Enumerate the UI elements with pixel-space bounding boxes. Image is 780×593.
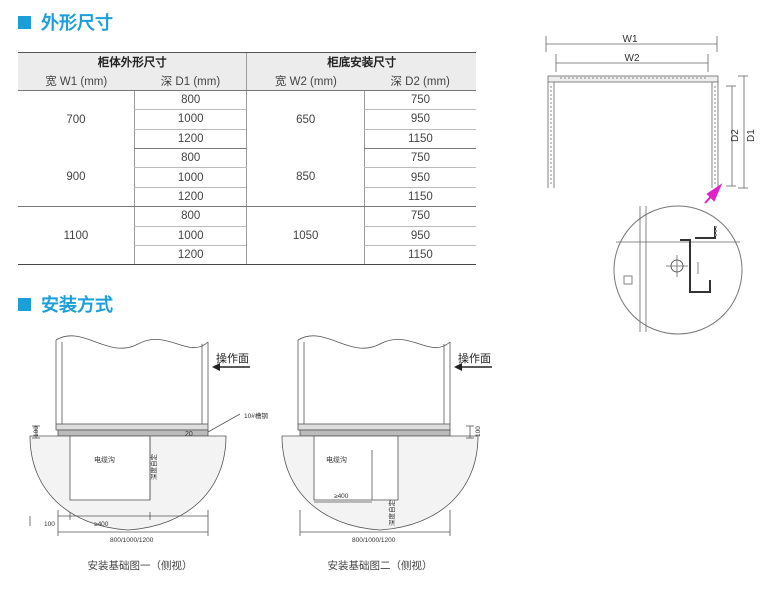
caption-diagram-1: 安装基础图一（侧视）: [87, 560, 193, 572]
table-cell: 1150: [363, 187, 476, 208]
table-cell: 1200: [133, 129, 247, 149]
section-title-installation: 安装方式: [18, 291, 113, 317]
front-side-text: 操作面: [216, 353, 249, 365]
table-cell: 750: [363, 90, 476, 111]
installation-diagram-1: 10#槽钢 20 100 电缆沟 深度自定 100 ≥400 800/1000/…: [29, 335, 268, 544]
table-cell: 750: [363, 206, 476, 227]
table-cell: 700: [66, 113, 86, 126]
table-row: 1000 950: [18, 226, 476, 246]
table-cell: 650: [246, 90, 365, 149]
dim-label-w1: W1: [623, 34, 638, 45]
table-cell: 1150: [363, 129, 476, 149]
table-cell: 1000: [133, 109, 247, 130]
bullet-square-icon: [18, 297, 31, 311]
table-cell: 750: [363, 148, 476, 169]
dimensions-table: 柜体外形尺寸 柜底安装尺寸 宽 W1 (mm) 深 D1 (mm) 宽 W2 (…: [18, 52, 476, 266]
table-cell: 1200: [133, 245, 247, 266]
table-col-header: 深 D2 (mm): [364, 71, 476, 91]
front-side-text: 操作面: [458, 353, 491, 365]
table-cell: 1200: [133, 187, 247, 208]
dim-label: ≥400: [94, 521, 109, 528]
dim-label: ≥400: [334, 493, 349, 500]
table-group-header: 柜体外形尺寸: [18, 52, 247, 72]
dim-label-d2: D2: [730, 129, 741, 142]
table-row: 1000 950: [18, 167, 476, 188]
dim-label: 100: [44, 521, 55, 528]
table-col-header: 深 D1 (mm): [134, 71, 247, 91]
trench-label: 电缆沟: [94, 455, 115, 464]
dim-label: 800/1000/1200: [110, 537, 154, 544]
table-cell: 1100: [18, 206, 135, 266]
table-cell: 800: [133, 148, 247, 169]
table-row: 1200 1150: [18, 245, 476, 266]
table-row: 1200 1150: [18, 187, 476, 208]
dim-label-d1: D1: [746, 129, 757, 142]
channel-label: 10#槽钢: [244, 411, 268, 420]
dim-label: 800/1000/1200: [352, 537, 396, 544]
table-row: 1000 950: [18, 109, 476, 130]
table-group-header: 柜底安装尺寸: [246, 52, 476, 72]
table-row: 1100 800 1050 750: [18, 206, 476, 266]
table-cell: 800: [133, 90, 247, 111]
caption-diagram-2: 安装基础图二（侧视）: [327, 560, 433, 572]
table-row: 900 800 850 750: [18, 148, 476, 208]
dim-label-w2: W2: [625, 53, 640, 64]
table-cell: 900: [18, 148, 135, 208]
dim-label: 20: [185, 431, 193, 438]
left-arrow-icon: [212, 363, 250, 371]
dim-label: 100: [33, 426, 40, 437]
table-cell: 950: [363, 226, 476, 246]
table-cell: 1150: [363, 245, 476, 266]
front-side-label: 操作面: [458, 350, 491, 366]
bullet-square-icon: [18, 15, 31, 29]
left-arrow-icon: [454, 363, 492, 371]
table-col-header: 宽 W2 (mm): [246, 71, 365, 91]
table-row: 700 800 650 750: [18, 90, 476, 149]
table-cell: 1000: [133, 226, 247, 246]
table-cell: 1000: [133, 167, 247, 188]
trench-depth-label: 深度自定: [149, 454, 158, 481]
dim-label: 100: [475, 426, 482, 437]
table-row: 1200 1150: [18, 129, 476, 149]
table-col-header: 宽 W1 (mm): [18, 71, 135, 91]
cabinet-plan-view: W1 W2 D2 D1: [545, 34, 757, 335]
section-title-dimensions: 外形尺寸: [18, 9, 113, 35]
section-title-text: 安装方式: [41, 295, 113, 315]
trench-depth-label: 深度自定: [387, 500, 396, 527]
installation-diagram-2: 电缆沟 深度自定 100 ≥400 800/1000/1200: [281, 335, 482, 544]
table-cell: 850: [246, 148, 365, 208]
table-cell: 1050: [246, 206, 365, 266]
table-cell: 800: [133, 206, 247, 227]
front-side-label: 操作面: [216, 350, 249, 366]
trench-label: 电缆沟: [326, 455, 347, 464]
section-title-text: 外形尺寸: [41, 13, 113, 33]
table-cell: 950: [363, 109, 476, 130]
table-cell: 950: [363, 167, 476, 188]
